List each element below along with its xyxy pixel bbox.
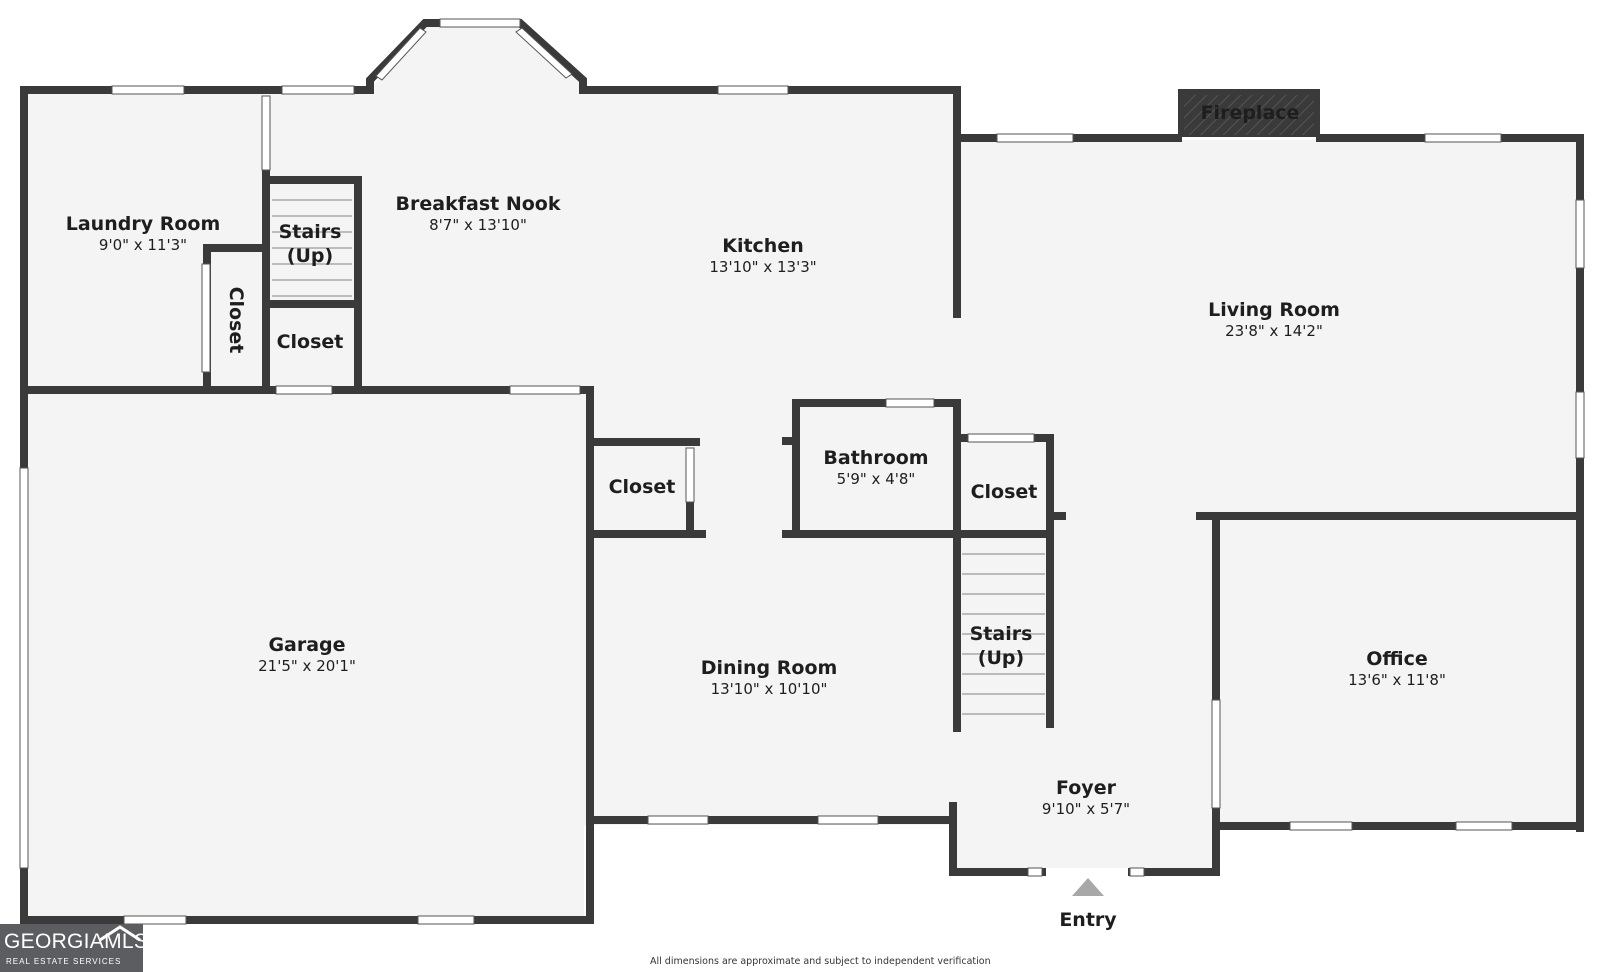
stairs-lower-label: Stairs (Up) <box>970 622 1033 670</box>
stairs-lower-label-line2: (Up) <box>977 647 1025 669</box>
room-bathroom-name: Bathroom <box>823 447 929 469</box>
entry-label: Entry <box>1059 909 1117 931</box>
room-foyer-name: Foyer <box>1056 777 1116 799</box>
room-laundry-dims: 9'0" x 11'3" <box>98 236 188 254</box>
stairs-upper-label-line2: (Up) <box>286 245 334 267</box>
house-roof-icon <box>99 925 141 942</box>
room-kitchen-dims: 13'10" x 13'3" <box>709 258 817 276</box>
closet-dining-label: Closet <box>608 476 676 498</box>
bay-windows <box>375 27 573 81</box>
room-garage-name: Garage <box>268 634 346 656</box>
room-living: Living Room 23'8" x 14'2" <box>1208 298 1340 341</box>
room-bathroom: Bathroom 5'9" x 4'8" <box>823 446 928 489</box>
stairs-lower <box>962 553 1045 715</box>
closet-bath-label: Closet <box>970 481 1038 503</box>
stairs-upper-label-line1: Stairs <box>278 221 342 243</box>
room-garage-dims: 21'5" x 20'1" <box>258 657 356 675</box>
room-breakfast-nook: Breakfast Nook 8'7" x 13'10" <box>396 192 561 235</box>
stairs-upper-label: Stairs (Up) <box>279 220 342 268</box>
entry-arrow-icon <box>1072 878 1104 896</box>
stairs-lower-label-line1: Stairs <box>969 623 1033 645</box>
logo-subtitle: REAL ESTATE SERVICES <box>6 957 122 966</box>
room-foyer: Foyer 9'10" x 5'7" <box>1042 776 1130 819</box>
room-dining-name: Dining Room <box>700 657 838 679</box>
georgia-mls-logo: GEORGIAMLS REAL ESTATE SERVICES <box>0 924 143 972</box>
room-dining: Dining Room 13'10" x 10'10" <box>701 656 838 699</box>
room-garage: Garage 21'5" x 20'1" <box>258 633 356 676</box>
floor-areas <box>24 23 1583 920</box>
room-office: Office 13'6" x 11'8" <box>1348 647 1446 690</box>
room-breakfast-nook-name: Breakfast Nook <box>395 193 561 215</box>
room-kitchen: Kitchen 13'10" x 13'3" <box>709 234 816 277</box>
disclaimer-text: All dimensions are approximate and subje… <box>650 956 991 967</box>
room-foyer-dims: 9'10" x 5'7" <box>1041 800 1131 818</box>
room-living-name: Living Room <box>1208 299 1340 321</box>
stairs-upper <box>272 199 352 297</box>
room-living-dims: 23'8" x 14'2" <box>1225 322 1323 340</box>
fireplace <box>1178 89 1320 137</box>
logo-brand: GEORGIAMLS <box>4 930 143 953</box>
room-breakfast-nook-dims: 8'7" x 13'10" <box>429 216 527 234</box>
room-office-dims: 13'6" x 11'8" <box>1348 671 1446 689</box>
fireplace-label: Fireplace <box>1200 102 1300 124</box>
windows <box>19 18 1585 925</box>
room-bathroom-dims: 5'9" x 4'8" <box>836 470 916 488</box>
room-laundry: Laundry Room 9'0" x 11'3" <box>66 212 221 255</box>
closet-laundry-label: Closet <box>276 331 344 353</box>
room-office-name: Office <box>1366 648 1428 670</box>
room-dining-dims: 13'10" x 10'10" <box>710 680 828 698</box>
room-kitchen-name: Kitchen <box>722 235 804 257</box>
closet-vertical-label: Closet <box>225 286 247 354</box>
room-laundry-name: Laundry Room <box>65 213 221 235</box>
